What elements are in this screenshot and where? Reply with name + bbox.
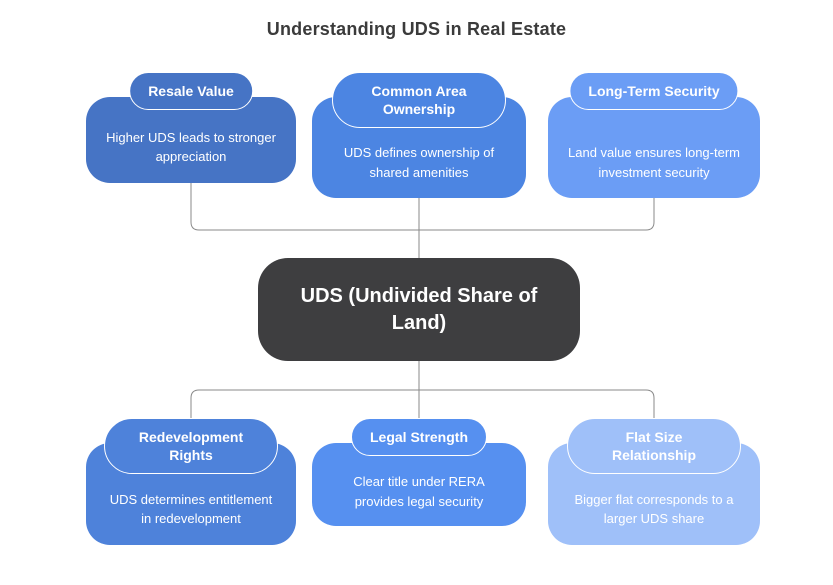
node-pill-label: Resale Value — [129, 72, 253, 111]
node-uds-center: UDS (Undivided Share of Land) — [258, 258, 580, 361]
node-body: Higher UDS leads to stronger appreciatio… — [86, 97, 296, 183]
node-description: Bigger flat corresponds to a larger UDS … — [574, 491, 734, 527]
diagram-title: Understanding UDS in Real Estate — [266, 19, 567, 39]
node-legal-strength: Clear title under RERA provides legal se… — [312, 418, 526, 548]
connector-bottom-bracket — [190, 389, 655, 422]
node-description: UDS determines entitlement in redevelopm… — [109, 491, 273, 527]
node-body: Clear title under RERA provides legal se… — [312, 443, 526, 526]
node-description: Higher UDS leads to stronger appreciatio… — [106, 129, 276, 165]
node-pill-label: Long-Term Security — [569, 72, 739, 111]
node-pill-label: Flat Size Relationship — [567, 418, 741, 475]
node-description: Land value ensures long-term investment … — [568, 145, 740, 180]
node-redevelopment-rights: UDS determines entitlement in redevelopm… — [86, 418, 296, 548]
connector-group — [190, 178, 655, 422]
node-pill-label: Redevelopment Rights — [104, 418, 278, 475]
node-pill-label: Legal Strength — [350, 418, 488, 457]
node-body: Land value ensures long-term investment … — [548, 97, 760, 198]
node-description: Clear title under RERA provides legal se… — [353, 474, 485, 509]
node-resale-value: Higher UDS leads to stronger appreciatio… — [86, 72, 296, 198]
node-flat-size-relationship: Bigger flat corresponds to a larger UDS … — [548, 418, 760, 548]
node-description: UDS defines ownership of shared amenitie… — [343, 145, 495, 180]
node-common-area-ownership: UDS defines ownership of shared amenitie… — [312, 72, 526, 198]
connector-top-bracket — [190, 178, 655, 231]
node-long-term-security: Land value ensures long-term investment … — [548, 72, 760, 198]
node-pill-label: Common Area Ownership — [332, 72, 506, 129]
